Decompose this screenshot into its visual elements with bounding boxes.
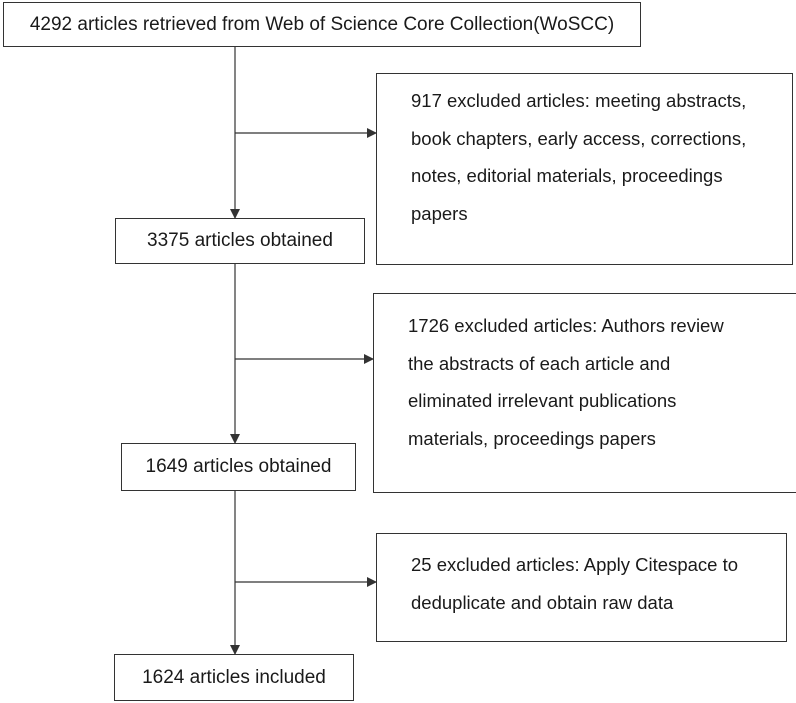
step-box-obtained-first: 3375 articles obtained [115,218,365,264]
exclusion-1-line-1: 917 excluded articles: meeting abstracts… [411,90,747,111]
step-label-retrieved: 4292 articles retrieved from Web of Scie… [29,13,615,35]
step-box-included: 1624 articles included [114,654,354,701]
exclusion-2-line-4: materials, proceedings papers [408,427,656,449]
exclusion-2-line-1: 1726 excluded articles: Authors review [408,315,724,336]
exclusion-2-line-2: the abstracts of each article and [408,352,671,374]
exclusion-box-2: 1726 excluded articles: Authors review t… [373,293,796,493]
exclusion-box-1: 917 excluded articles: meeting abstracts… [376,73,793,265]
exclusion-1-line-3: notes, editorial materials, proceedings [411,165,723,186]
exclusion-3-line-2: deduplicate and obtain raw data [411,591,674,613]
step-box-retrieved: 4292 articles retrieved from Web of Scie… [3,2,641,47]
step-label-included: 1624 articles included [142,666,326,688]
exclusion-3-line-1: 25 excluded articles: Apply Citespace to [411,554,739,575]
exclusion-1-line-4: papers [411,202,468,224]
step-label-obtained-first: 3375 articles obtained [147,230,333,251]
step-label-obtained-second: 1649 articles obtained [145,456,332,477]
step-box-obtained-second: 1649 articles obtained [121,443,356,491]
exclusion-box-3: 25 excluded articles: Apply Citespace to… [376,533,787,642]
exclusion-1-line-2: book chapters, early access, corrections… [411,127,747,149]
exclusion-2-line-3: eliminated irrelevant publications [408,390,677,411]
